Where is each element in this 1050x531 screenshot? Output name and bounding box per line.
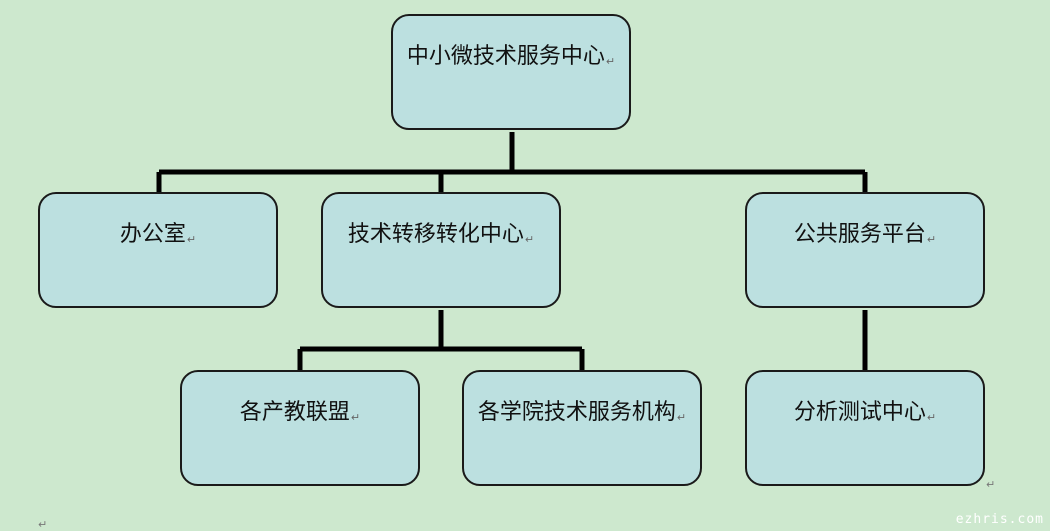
- paragraph-mark-icon: ↵: [524, 233, 535, 246]
- node-college-services-label: 各学院技术服务机构: [477, 400, 676, 425]
- paragraph-mark-icon: ↵: [676, 411, 687, 424]
- paragraph-mark-icon: ↵: [605, 55, 616, 68]
- node-transfer-center-label: 技术转移转化中心: [347, 222, 524, 247]
- node-public-platform: 公共服务平台↵: [745, 192, 985, 308]
- node-testing-center-label: 分析测试中心: [793, 400, 926, 425]
- node-industry-alliances: 各产教联盟↵: [180, 370, 420, 486]
- paragraph-mark-icon: ↵: [926, 411, 937, 424]
- node-public-platform-label: 公共服务平台: [793, 222, 926, 247]
- paragraph-mark-icon: ↵: [38, 518, 48, 531]
- paragraph-mark-icon: ↵: [350, 411, 361, 424]
- paragraph-mark-icon: ↵: [986, 478, 996, 491]
- node-root: 中小微技术服务中心↵: [391, 14, 631, 130]
- node-testing-center: 分析测试中心↵: [745, 370, 985, 486]
- node-office: 办公室↵: [38, 192, 278, 308]
- node-office-label: 办公室: [119, 222, 186, 247]
- node-college-services: 各学院技术服务机构↵: [462, 370, 702, 486]
- watermark: ezhris.com: [955, 512, 1044, 527]
- node-root-label: 中小微技术服务中心: [406, 44, 605, 69]
- paragraph-mark-icon: ↵: [926, 233, 937, 246]
- paragraph-mark-icon: ↵: [186, 233, 197, 246]
- node-transfer-center: 技术转移转化中心↵: [321, 192, 561, 308]
- node-industry-alliances-label: 各产教联盟: [239, 400, 350, 425]
